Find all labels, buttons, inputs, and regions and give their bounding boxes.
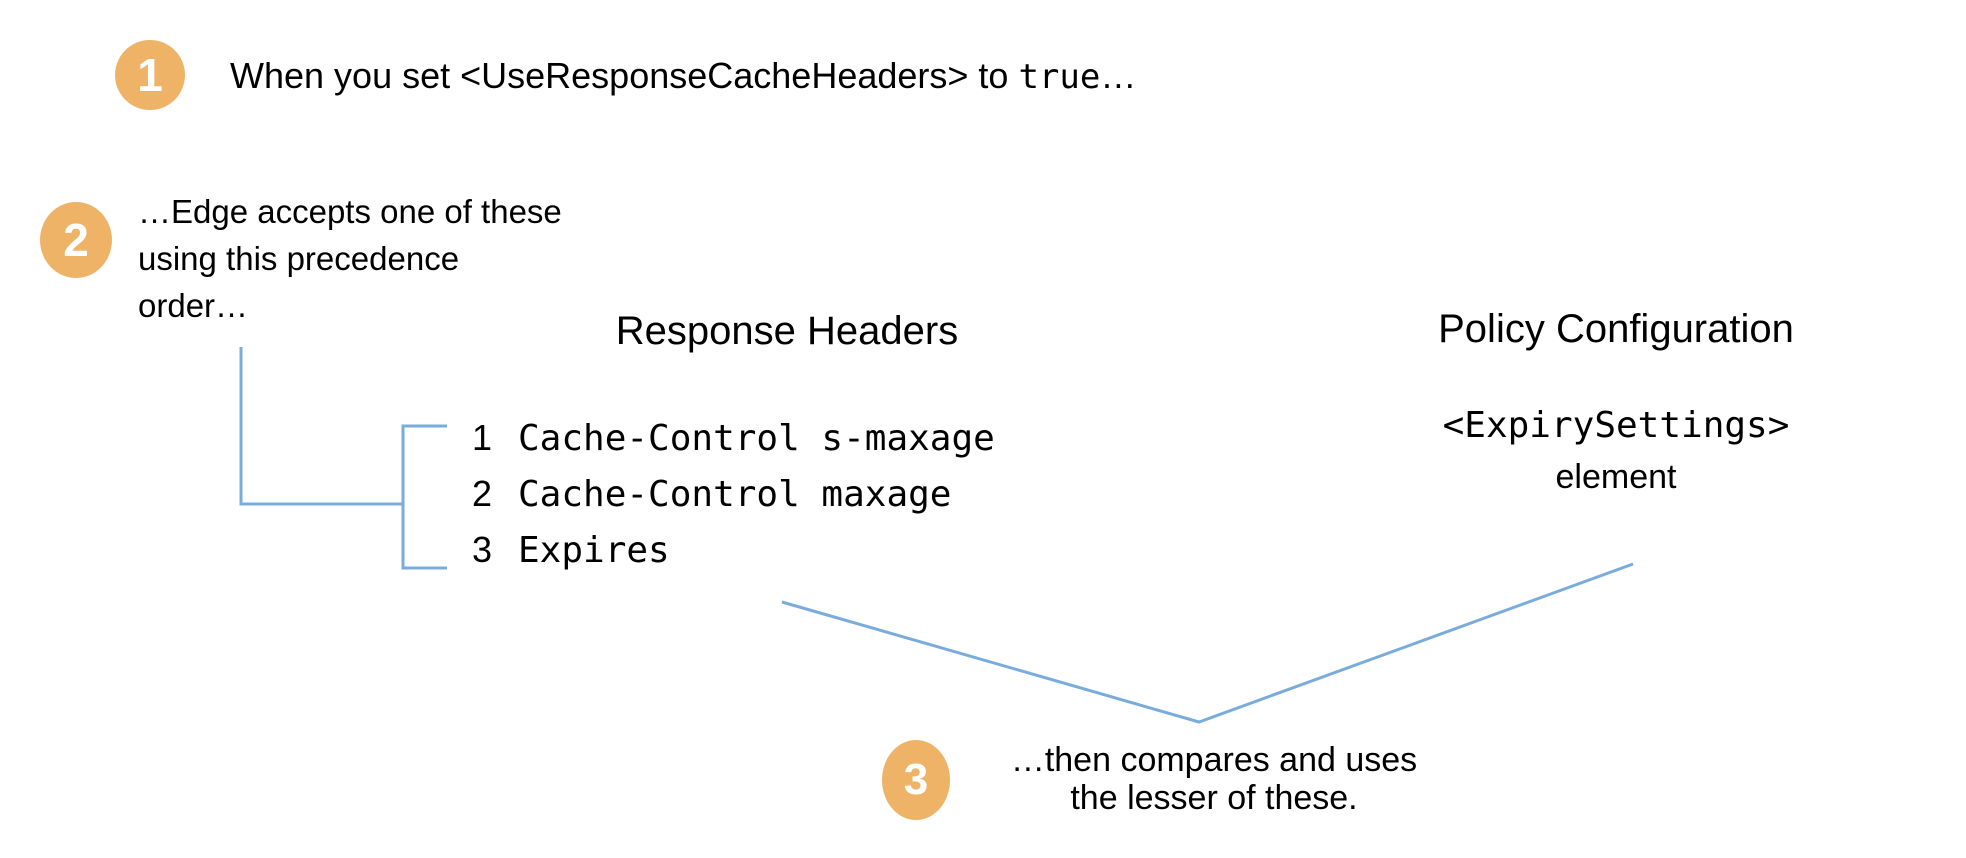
- precedence-value-2: Cache-Control maxage: [518, 474, 952, 515]
- precedence-rank-1: 1: [471, 417, 493, 458]
- step-1-badge: 1: [115, 40, 185, 110]
- precedence-item-2: 2 Cache-Control maxage: [462, 473, 952, 517]
- step-1-code-value: true: [1018, 57, 1101, 97]
- precedence-item-1: 1 Cache-Control s-maxage: [462, 417, 995, 461]
- precedence-rank-2: 2: [471, 473, 493, 514]
- step-3-number: 3: [903, 755, 929, 804]
- response-headers-title: Response Headers: [615, 309, 959, 353]
- step-1-text-after-code: …: [1100, 55, 1137, 96]
- policy-configuration-title: Policy Configuration: [1438, 307, 1794, 351]
- precedence-connector-line: [239, 347, 403, 506]
- step-1-text: When you set <UseResponseCacheHeaders> t…: [230, 52, 1136, 101]
- precedence-item-3: 3 Expires: [462, 529, 670, 573]
- compare-v-line: [781, 562, 1634, 724]
- step-2-text-line-3: order…: [138, 287, 249, 324]
- step-3-text-line-1: …then compares and uses: [1010, 741, 1418, 779]
- precedence-bracket-line: [401, 424, 447, 570]
- step-2-text-line-2: using this precedence: [138, 240, 460, 277]
- step-3-text: …then compares and uses the lesser of th…: [964, 741, 1464, 817]
- step-3-badge: 3: [882, 740, 950, 820]
- precedence-rank-3: 3: [471, 529, 493, 570]
- step-2-text-line-1: …Edge accepts one of these: [138, 193, 562, 230]
- step-3-text-line-2: the lesser of these.: [1070, 779, 1358, 817]
- step-2-badge: 2: [40, 202, 112, 278]
- step-2-number: 2: [63, 214, 89, 266]
- step-1-text-before-code: When you set <UseResponseCacheHeaders> t…: [230, 55, 1019, 96]
- precedence-value-3: Expires: [518, 530, 670, 571]
- precedence-value-1: Cache-Control s-maxage: [518, 418, 995, 459]
- step-2-text: …Edge accepts one of these using this pr…: [138, 188, 562, 329]
- expiry-settings-code: <ExpirySettings>: [1442, 405, 1790, 446]
- policy-configuration-column: Policy Configuration <ExpirySettings> el…: [1366, 305, 1866, 497]
- step-1-number: 1: [137, 49, 163, 101]
- expiry-settings-caption: element: [1555, 458, 1677, 496]
